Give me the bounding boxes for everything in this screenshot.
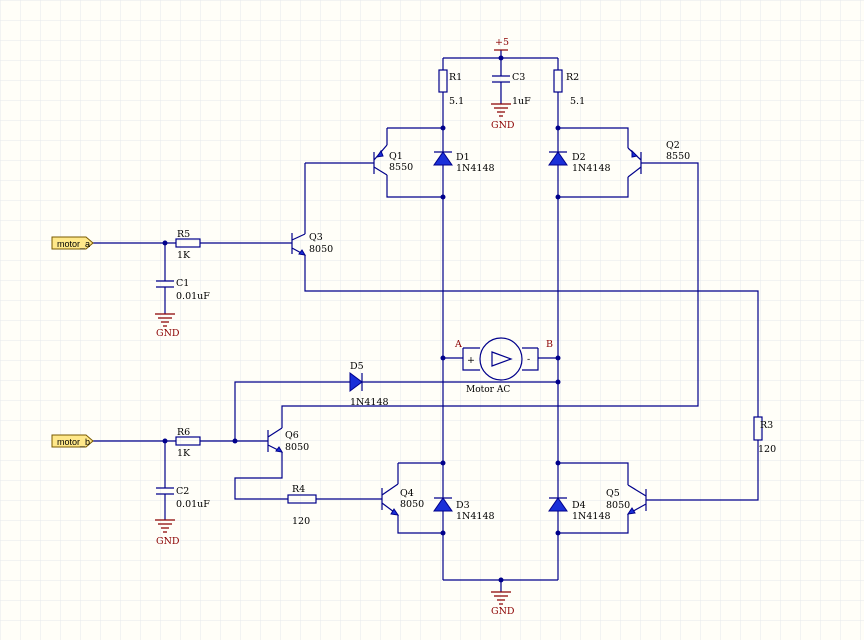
c1-ref: C1 bbox=[176, 278, 189, 289]
vcc-symbol: +5 bbox=[494, 37, 509, 51]
q1-ref: Q1 bbox=[389, 151, 403, 162]
r3-ref: R3 bbox=[760, 420, 773, 431]
transistor-q6[interactable]: Q6 8050 bbox=[267, 427, 309, 453]
diode-d4[interactable]: D4 1N4148 bbox=[548, 497, 611, 522]
port-motor-b[interactable]: motor_b bbox=[51, 434, 94, 448]
c3-value: 1uF bbox=[512, 96, 531, 107]
d4-ref: D4 bbox=[572, 500, 586, 511]
junctions bbox=[162, 55, 561, 583]
transistor-q1[interactable]: Q1 8550 bbox=[373, 144, 413, 176]
motor-node-b: B bbox=[546, 339, 553, 350]
diode-d2[interactable]: D2 1N4148 bbox=[548, 151, 611, 174]
transistor-q2[interactable]: Q2 8550 bbox=[627, 140, 690, 178]
wires bbox=[92, 50, 759, 592]
gnd-symbol-c3: GND bbox=[491, 103, 515, 131]
gnd-symbol-c1: GND bbox=[155, 313, 180, 339]
motor-minus: - bbox=[527, 354, 530, 365]
resistor-r2[interactable]: R2 5.1 bbox=[553, 69, 585, 107]
d2-value: 1N4148 bbox=[572, 163, 611, 174]
port-motor-a[interactable]: motor_a bbox=[51, 236, 94, 250]
resistor-r3[interactable]: R3 120 bbox=[753, 416, 776, 455]
c3-ref: C3 bbox=[512, 72, 525, 83]
q1-value: 8550 bbox=[389, 162, 413, 173]
r1-value: 5.1 bbox=[449, 96, 464, 107]
r4-ref: R4 bbox=[292, 484, 305, 495]
motor-node-a: A bbox=[454, 339, 462, 350]
port-motor-b-label: motor_b bbox=[57, 437, 90, 447]
r6-ref: R6 bbox=[177, 427, 190, 438]
port-motor-a-label: motor_a bbox=[57, 239, 90, 249]
d2-ref: D2 bbox=[572, 152, 586, 163]
resistor-r6[interactable]: R6 1K bbox=[175, 427, 201, 459]
motor-label: Motor AC bbox=[466, 385, 510, 395]
c2-ref: C2 bbox=[176, 486, 189, 497]
capacitor-c3[interactable]: C3 1uF bbox=[492, 72, 531, 107]
d5-value: 1N4148 bbox=[350, 397, 389, 408]
diode-d5[interactable]: D5 1N4148 bbox=[349, 361, 389, 408]
r1-ref: R1 bbox=[449, 72, 462, 83]
r4-value: 120 bbox=[292, 516, 310, 527]
resistor-r4[interactable]: R4 120 bbox=[287, 484, 317, 527]
gnd-label-bottom: GND bbox=[491, 606, 515, 617]
diode-d1[interactable]: D1 1N4148 bbox=[433, 151, 495, 174]
r3-value: 120 bbox=[758, 444, 776, 455]
transistor-q5[interactable]: Q5 8050 bbox=[606, 484, 647, 515]
q3-value: 8050 bbox=[309, 244, 333, 255]
diode-d3[interactable]: D3 1N4148 bbox=[433, 497, 495, 522]
r5-value: 1K bbox=[177, 250, 191, 261]
transistor-q3[interactable]: Q3 8050 bbox=[291, 232, 333, 256]
gnd-symbol-bottom: GND bbox=[491, 591, 515, 617]
q3-ref: Q3 bbox=[309, 232, 323, 243]
transistor-q4[interactable]: Q4 8050 bbox=[381, 483, 424, 516]
r2-value: 5.1 bbox=[570, 96, 585, 107]
resistor-r5[interactable]: R5 1K bbox=[175, 229, 201, 261]
q2-value: 8550 bbox=[666, 151, 690, 162]
gnd-label-c3: GND bbox=[491, 120, 515, 131]
q4-ref: Q4 bbox=[400, 488, 414, 499]
c1-value: 0.01uF bbox=[176, 291, 210, 302]
r6-value: 1K bbox=[177, 448, 191, 459]
d3-value: 1N4148 bbox=[456, 511, 495, 522]
motor-plus: + bbox=[467, 355, 475, 366]
r5-ref: R5 bbox=[177, 229, 190, 240]
q5-ref: Q5 bbox=[606, 488, 620, 499]
gnd-label-c2: GND bbox=[156, 536, 180, 547]
gnd-symbol-c2: GND bbox=[155, 519, 180, 547]
q6-ref: Q6 bbox=[285, 430, 299, 441]
q5-value: 8050 bbox=[606, 500, 630, 511]
resistor-r1[interactable]: R1 5.1 bbox=[438, 69, 464, 107]
d1-value: 1N4148 bbox=[456, 163, 495, 174]
q6-value: 8050 bbox=[285, 442, 309, 453]
vcc-label: +5 bbox=[495, 37, 509, 48]
q2-ref: Q2 bbox=[666, 140, 680, 151]
r2-ref: R2 bbox=[566, 72, 579, 83]
capacitor-c1[interactable]: C1 0.01uF bbox=[156, 278, 210, 302]
d1-ref: D1 bbox=[456, 152, 470, 163]
gnd-label-c1: GND bbox=[156, 328, 180, 339]
d3-ref: D3 bbox=[456, 500, 470, 511]
motor[interactable]: + - A B Motor AC bbox=[454, 337, 553, 395]
d5-ref: D5 bbox=[350, 361, 364, 372]
d4-value: 1N4148 bbox=[572, 511, 611, 522]
c2-value: 0.01uF bbox=[176, 499, 210, 510]
capacitor-c2[interactable]: C2 0.01uF bbox=[156, 486, 210, 510]
q4-value: 8050 bbox=[400, 499, 424, 510]
